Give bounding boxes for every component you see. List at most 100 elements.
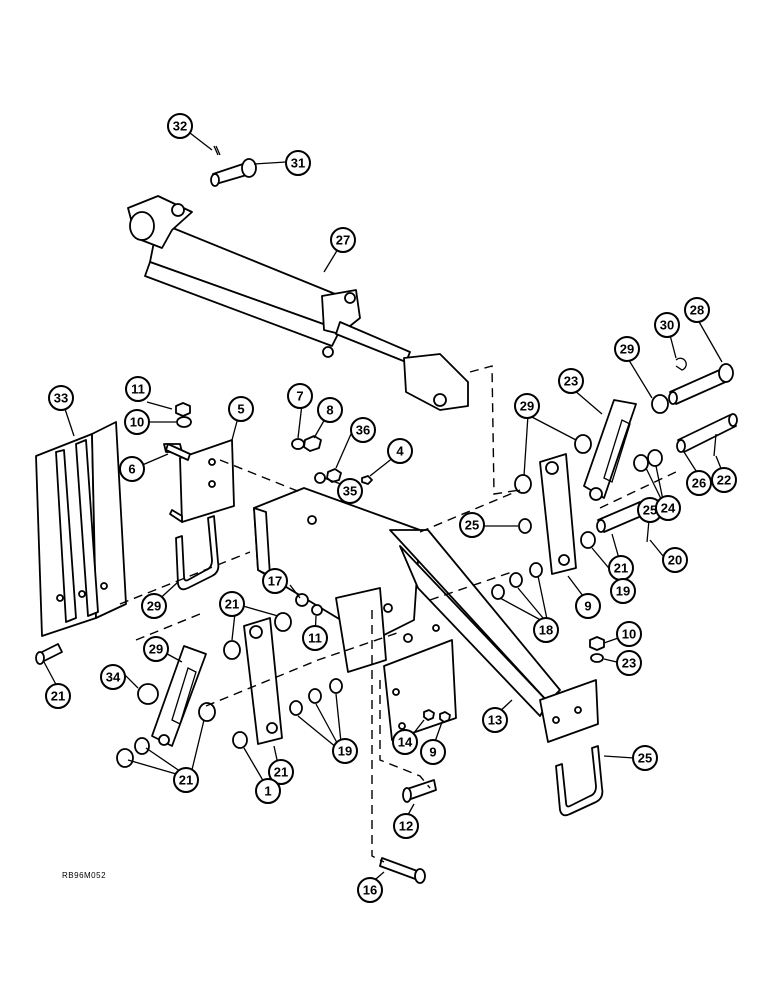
callout-number: 25 bbox=[465, 518, 479, 533]
callout-circle bbox=[575, 593, 601, 619]
callout-33: 33 bbox=[48, 385, 74, 411]
callout-9: 9 bbox=[575, 593, 601, 619]
callout-circle bbox=[420, 739, 446, 765]
callout-circle bbox=[45, 683, 71, 709]
pin-24 bbox=[676, 413, 738, 457]
callout-circle bbox=[287, 383, 313, 409]
callout-circle bbox=[393, 813, 419, 839]
callout-9: 9 bbox=[420, 739, 446, 765]
callout-26: 26 bbox=[686, 470, 712, 496]
callout-36: 36 bbox=[350, 417, 376, 443]
callout-number: 31 bbox=[291, 156, 305, 171]
callout-27: 27 bbox=[330, 227, 356, 253]
callout-number: 19 bbox=[338, 744, 352, 759]
callout-circle bbox=[459, 512, 485, 538]
callout-number: 11 bbox=[131, 382, 145, 397]
callout-17: 17 bbox=[262, 568, 288, 594]
nut-washer-right bbox=[589, 636, 605, 663]
callout-21: 21 bbox=[173, 767, 199, 793]
callout-number: 21 bbox=[51, 689, 65, 704]
callout-circle bbox=[558, 368, 584, 394]
callout-32: 32 bbox=[167, 113, 193, 139]
callout-circle bbox=[632, 745, 658, 771]
callout-circle bbox=[48, 385, 74, 411]
callout-circle bbox=[514, 393, 540, 419]
callout-circle bbox=[173, 767, 199, 793]
washers-right bbox=[491, 394, 669, 600]
callout-number: 32 bbox=[173, 119, 187, 134]
link-plate-19-left bbox=[243, 617, 283, 745]
callout-21: 21 bbox=[219, 591, 245, 617]
callout-6: 6 bbox=[119, 456, 145, 482]
callout-circle bbox=[143, 636, 169, 662]
callout-13: 13 bbox=[482, 707, 508, 733]
bracket-33 bbox=[35, 421, 127, 637]
nut-washer-13-14 bbox=[423, 709, 451, 723]
callout-28: 28 bbox=[684, 297, 710, 323]
callout-circle bbox=[616, 650, 642, 676]
callout-circle bbox=[662, 547, 688, 573]
callout-circle bbox=[357, 877, 383, 903]
callout-number: 21 bbox=[179, 773, 193, 788]
alignment-lines bbox=[119, 365, 681, 863]
callout-11: 11 bbox=[302, 625, 328, 651]
callout-circle bbox=[302, 625, 328, 651]
callout-30: 30 bbox=[654, 312, 680, 338]
callout-circle bbox=[100, 664, 126, 690]
callout-circle bbox=[330, 227, 356, 253]
callout-number: 26 bbox=[692, 476, 706, 491]
callout-circle bbox=[285, 150, 311, 176]
callout-circle bbox=[228, 396, 254, 422]
callout-number: 14 bbox=[398, 735, 413, 750]
callout-25: 25 bbox=[632, 745, 658, 771]
pin-28 bbox=[668, 357, 734, 405]
callout-29: 29 bbox=[614, 336, 640, 362]
callout-circle bbox=[387, 438, 413, 464]
callout-number: 28 bbox=[690, 303, 704, 318]
callout-number: 30 bbox=[660, 318, 674, 333]
callout-29: 29 bbox=[514, 393, 540, 419]
callout-number: 17 bbox=[268, 574, 282, 589]
bolt-6 bbox=[165, 443, 191, 461]
callout-circle bbox=[337, 478, 363, 504]
callout-number: 23 bbox=[622, 656, 636, 671]
callout-24: 24 bbox=[655, 495, 681, 521]
callout-number: 34 bbox=[106, 670, 121, 685]
link-plate-23-right bbox=[583, 399, 637, 501]
callout-1: 1 bbox=[255, 778, 281, 804]
callout-circle bbox=[219, 591, 245, 617]
callout-number: 21 bbox=[614, 561, 628, 576]
callout-circle bbox=[392, 729, 418, 755]
callout-circle bbox=[654, 312, 680, 338]
link-plate-19-right bbox=[539, 453, 577, 575]
callout-14: 14 bbox=[392, 729, 418, 755]
callout-circle bbox=[167, 113, 193, 139]
callout-number: 10 bbox=[130, 415, 144, 430]
callout-number: 1 bbox=[264, 784, 271, 799]
callout-circle bbox=[614, 336, 640, 362]
callout-number: 12 bbox=[399, 819, 413, 834]
callout-number: 29 bbox=[149, 642, 163, 657]
callout-number: 20 bbox=[668, 553, 682, 568]
callout-circle bbox=[684, 297, 710, 323]
main-frame-1 bbox=[253, 487, 599, 743]
callout-34: 34 bbox=[100, 664, 126, 690]
callout-number: 18 bbox=[539, 623, 553, 638]
callout-circle bbox=[125, 376, 151, 402]
callout-number: 33 bbox=[54, 391, 68, 406]
callout-circle bbox=[482, 707, 508, 733]
callout-number: 7 bbox=[296, 389, 303, 404]
callout-number: 25 bbox=[638, 751, 652, 766]
callout-number: 6 bbox=[128, 462, 135, 477]
callout-circle bbox=[255, 778, 281, 804]
callout-16: 16 bbox=[357, 877, 383, 903]
callout-23: 23 bbox=[558, 368, 584, 394]
callout-circle bbox=[711, 467, 737, 493]
parts-illustration bbox=[35, 145, 738, 884]
callout-circle bbox=[317, 397, 343, 423]
callout-5: 5 bbox=[228, 396, 254, 422]
callout-11: 11 bbox=[125, 376, 151, 402]
callout-number: 9 bbox=[584, 599, 591, 614]
callout-circle bbox=[124, 409, 150, 435]
